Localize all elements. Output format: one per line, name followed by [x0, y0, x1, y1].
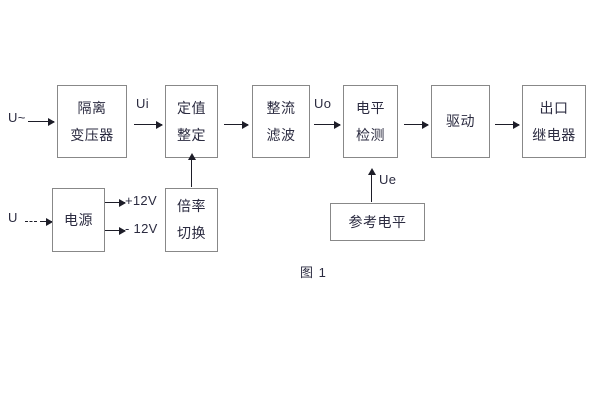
arrow-dc-to-power-supply [40, 218, 53, 226]
block-rectify-filter: 整流 滤波 [252, 85, 310, 158]
block-line: 整定 [177, 126, 206, 143]
block-line: 整流 [266, 99, 296, 116]
signal-label-ui: Ui [136, 96, 149, 111]
block-level-detection: 电平 检测 [343, 85, 398, 158]
block-line: 参考电平 [348, 213, 407, 230]
block-line: 滤波 [266, 126, 296, 143]
arrow-ac-to-isolation-transformer [28, 118, 55, 126]
arrow-level-detection-to-drive [404, 121, 429, 129]
arrow-rail-negative [105, 227, 126, 235]
block-drive: 驱动 [431, 85, 490, 158]
block-power-supply: 电源 [52, 188, 105, 252]
block-line: 切换 [177, 225, 206, 241]
block-line: 电源 [64, 211, 93, 228]
arrow-rail-positive [105, 199, 126, 207]
arrow-rectify-filter-to-level-detection [314, 121, 341, 129]
block-setting-value: 定值 整定 [165, 85, 218, 158]
arrow-setting-value-to-rectify-filter [224, 121, 249, 129]
dashed-lead-dc-input [25, 221, 37, 222]
block-line: 定值 [177, 99, 206, 116]
arrow-reference-level-to-level-detection [368, 168, 376, 202]
input-label-dc: U [8, 210, 18, 225]
signal-label-uo: Uo [314, 96, 332, 111]
signal-label-ue: Ue [379, 172, 397, 187]
block-line: 倍率 [177, 198, 206, 215]
label-rail-negative: - 12V [125, 221, 158, 236]
arrow-isolation-transformer-to-setting-value [134, 121, 163, 129]
block-line: 出口 [539, 99, 569, 116]
block-line: 继电器 [532, 126, 576, 143]
block-isolation-transformer: 隔离 变压器 [57, 85, 127, 158]
figure-caption: 图 1 [300, 265, 327, 280]
block-line: 变压器 [70, 126, 114, 143]
arrow-ratio-switch-to-setting-value [188, 153, 196, 187]
block-ratio-switch: 倍率 切换 [165, 188, 218, 252]
label-rail-positive: +12V [125, 193, 157, 208]
block-line: 驱动 [446, 113, 475, 130]
arrow-drive-to-output-relay [495, 121, 520, 129]
block-line: 隔离 [77, 99, 107, 116]
block-line: 检测 [356, 126, 385, 143]
input-label-ac: U~ [8, 110, 26, 125]
block-reference-level: 参考电平 [330, 203, 425, 241]
block-line: 电平 [356, 99, 385, 116]
block-output-relay: 出口 继电器 [522, 85, 586, 158]
